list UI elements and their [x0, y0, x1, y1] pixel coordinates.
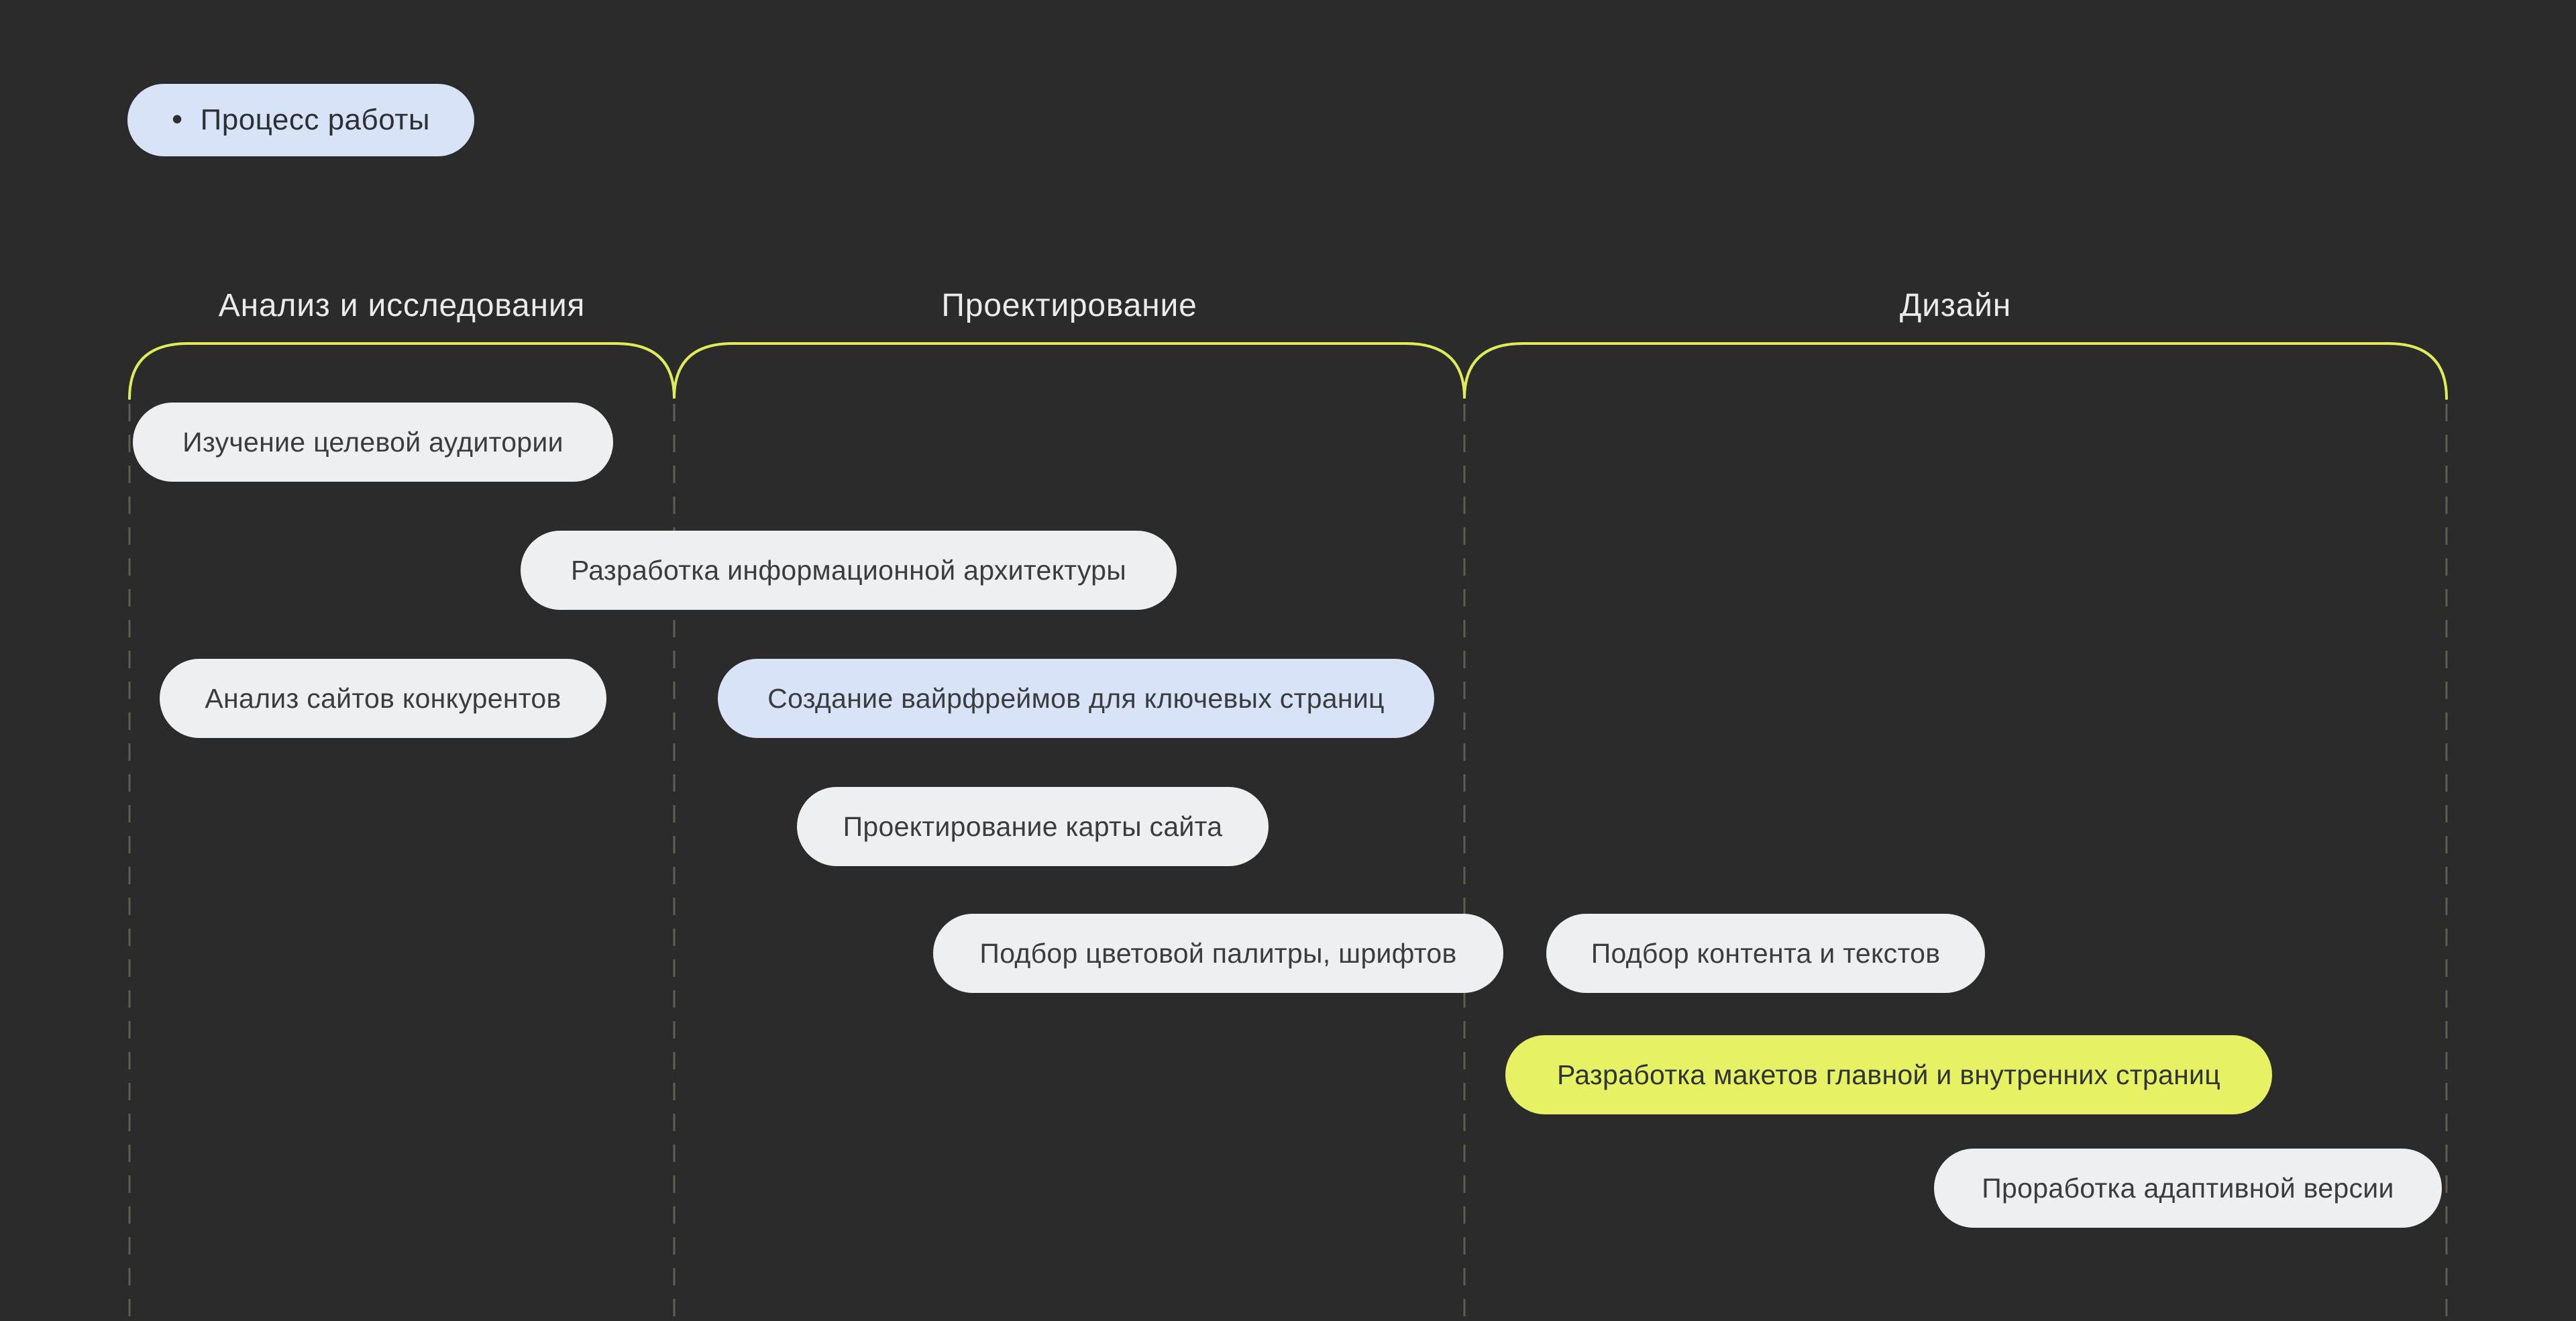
- task-wireframes[interactable]: Создание вайрфреймов для ключевых страни…: [718, 659, 1434, 738]
- task-audience-research[interactable]: Изучение целевой аудитории: [133, 403, 613, 482]
- process-label-text: Процесс работы: [200, 103, 430, 136]
- task-mockups[interactable]: Разработка макетов главной и внутренних …: [1505, 1035, 2272, 1114]
- phase-bracket-line: [128, 342, 2448, 400]
- column-header-analysis: Анализ и исследования: [218, 288, 586, 323]
- bullet-icon: •: [171, 101, 183, 136]
- column-header-planning: Проектирование: [941, 288, 1197, 323]
- task-competitor-analysis[interactable]: Анализ сайтов конкурентов: [160, 659, 606, 738]
- task-content-selection[interactable]: Подбор контента и текстов: [1546, 914, 1985, 993]
- process-label-badge[interactable]: • Процесс работы: [127, 84, 474, 156]
- task-palette-fonts[interactable]: Подбор цветовой палитры, шрифтов: [933, 914, 1503, 993]
- task-adaptive-version[interactable]: Проработка адаптивной версии: [1934, 1149, 2442, 1228]
- column-header-design: Дизайн: [1899, 288, 2012, 323]
- task-sitemap[interactable]: Проектирование карты сайта: [797, 787, 1269, 866]
- task-information-architecture[interactable]: Разработка информационной архитектуры: [521, 531, 1177, 610]
